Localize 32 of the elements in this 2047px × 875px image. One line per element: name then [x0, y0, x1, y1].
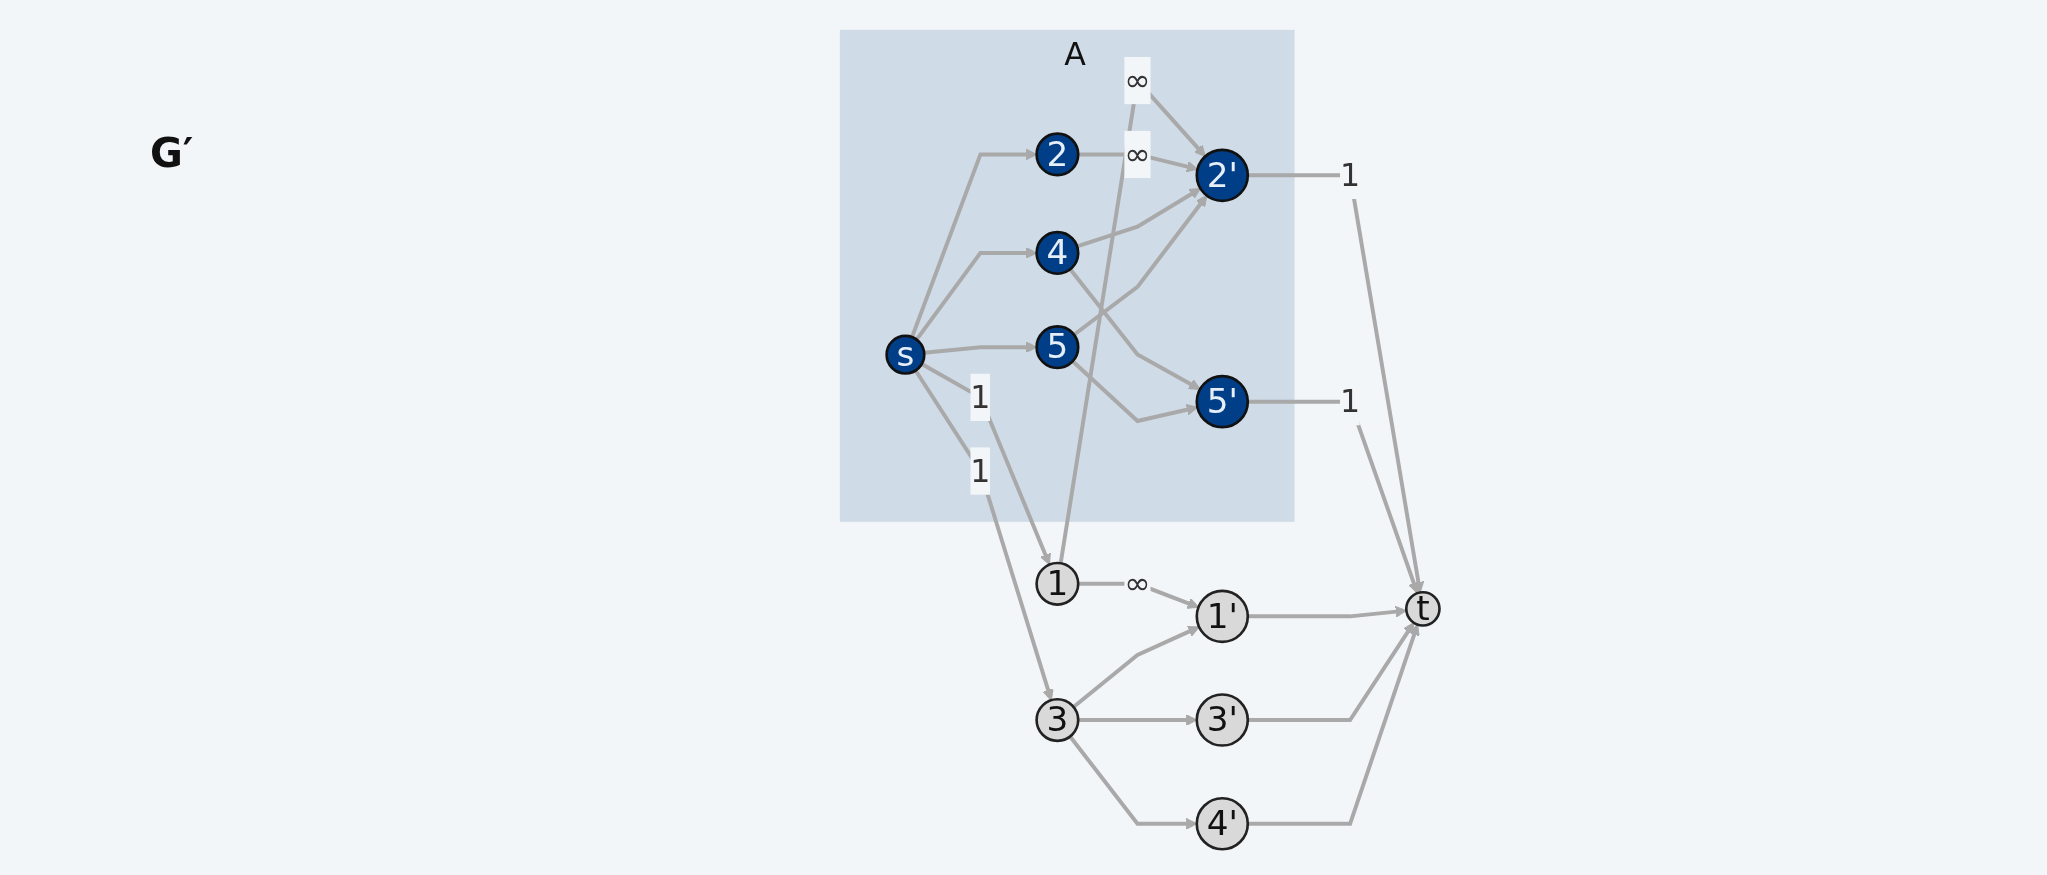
- edge-label: 1: [970, 452, 991, 490]
- edge-label: 1: [1340, 383, 1361, 421]
- node-circle: s: [885, 334, 926, 375]
- arrow: [1072, 195, 1208, 337]
- edge-label: 1: [970, 378, 991, 416]
- node-circle: 3: [1035, 697, 1080, 743]
- arrow: [1068, 268, 1201, 390]
- arrow: [920, 362, 1051, 566]
- arrow: [1247, 399, 1420, 594]
- edge-label: ∞: [1124, 62, 1151, 100]
- node-circle: 5: [1035, 325, 1080, 370]
- node-circle: t: [1404, 590, 1441, 627]
- arrow: [1072, 626, 1200, 709]
- node-circle: 1: [1035, 561, 1080, 606]
- arrow: [1071, 359, 1198, 424]
- node-circle: 5': [1195, 374, 1250, 429]
- arrow: [1247, 605, 1407, 619]
- arrow: [1247, 622, 1415, 723]
- edge-label: ∞: [1124, 565, 1151, 603]
- edge-label: ∞: [1124, 135, 1151, 173]
- arrow: [913, 369, 1054, 701]
- node-circle: 2': [1195, 148, 1250, 203]
- arrow: [1076, 188, 1201, 249]
- node-circle: 4: [1035, 230, 1080, 276]
- node-circle: 1': [1195, 589, 1250, 644]
- node-circle: 2: [1035, 132, 1080, 177]
- edge-label: 1: [1340, 156, 1361, 194]
- arrow: [1247, 624, 1420, 826]
- arrow: [1247, 173, 1425, 593]
- node-circle: 4': [1195, 796, 1250, 851]
- node-circle: 3': [1195, 693, 1250, 747]
- graph-label: G′: [150, 130, 194, 176]
